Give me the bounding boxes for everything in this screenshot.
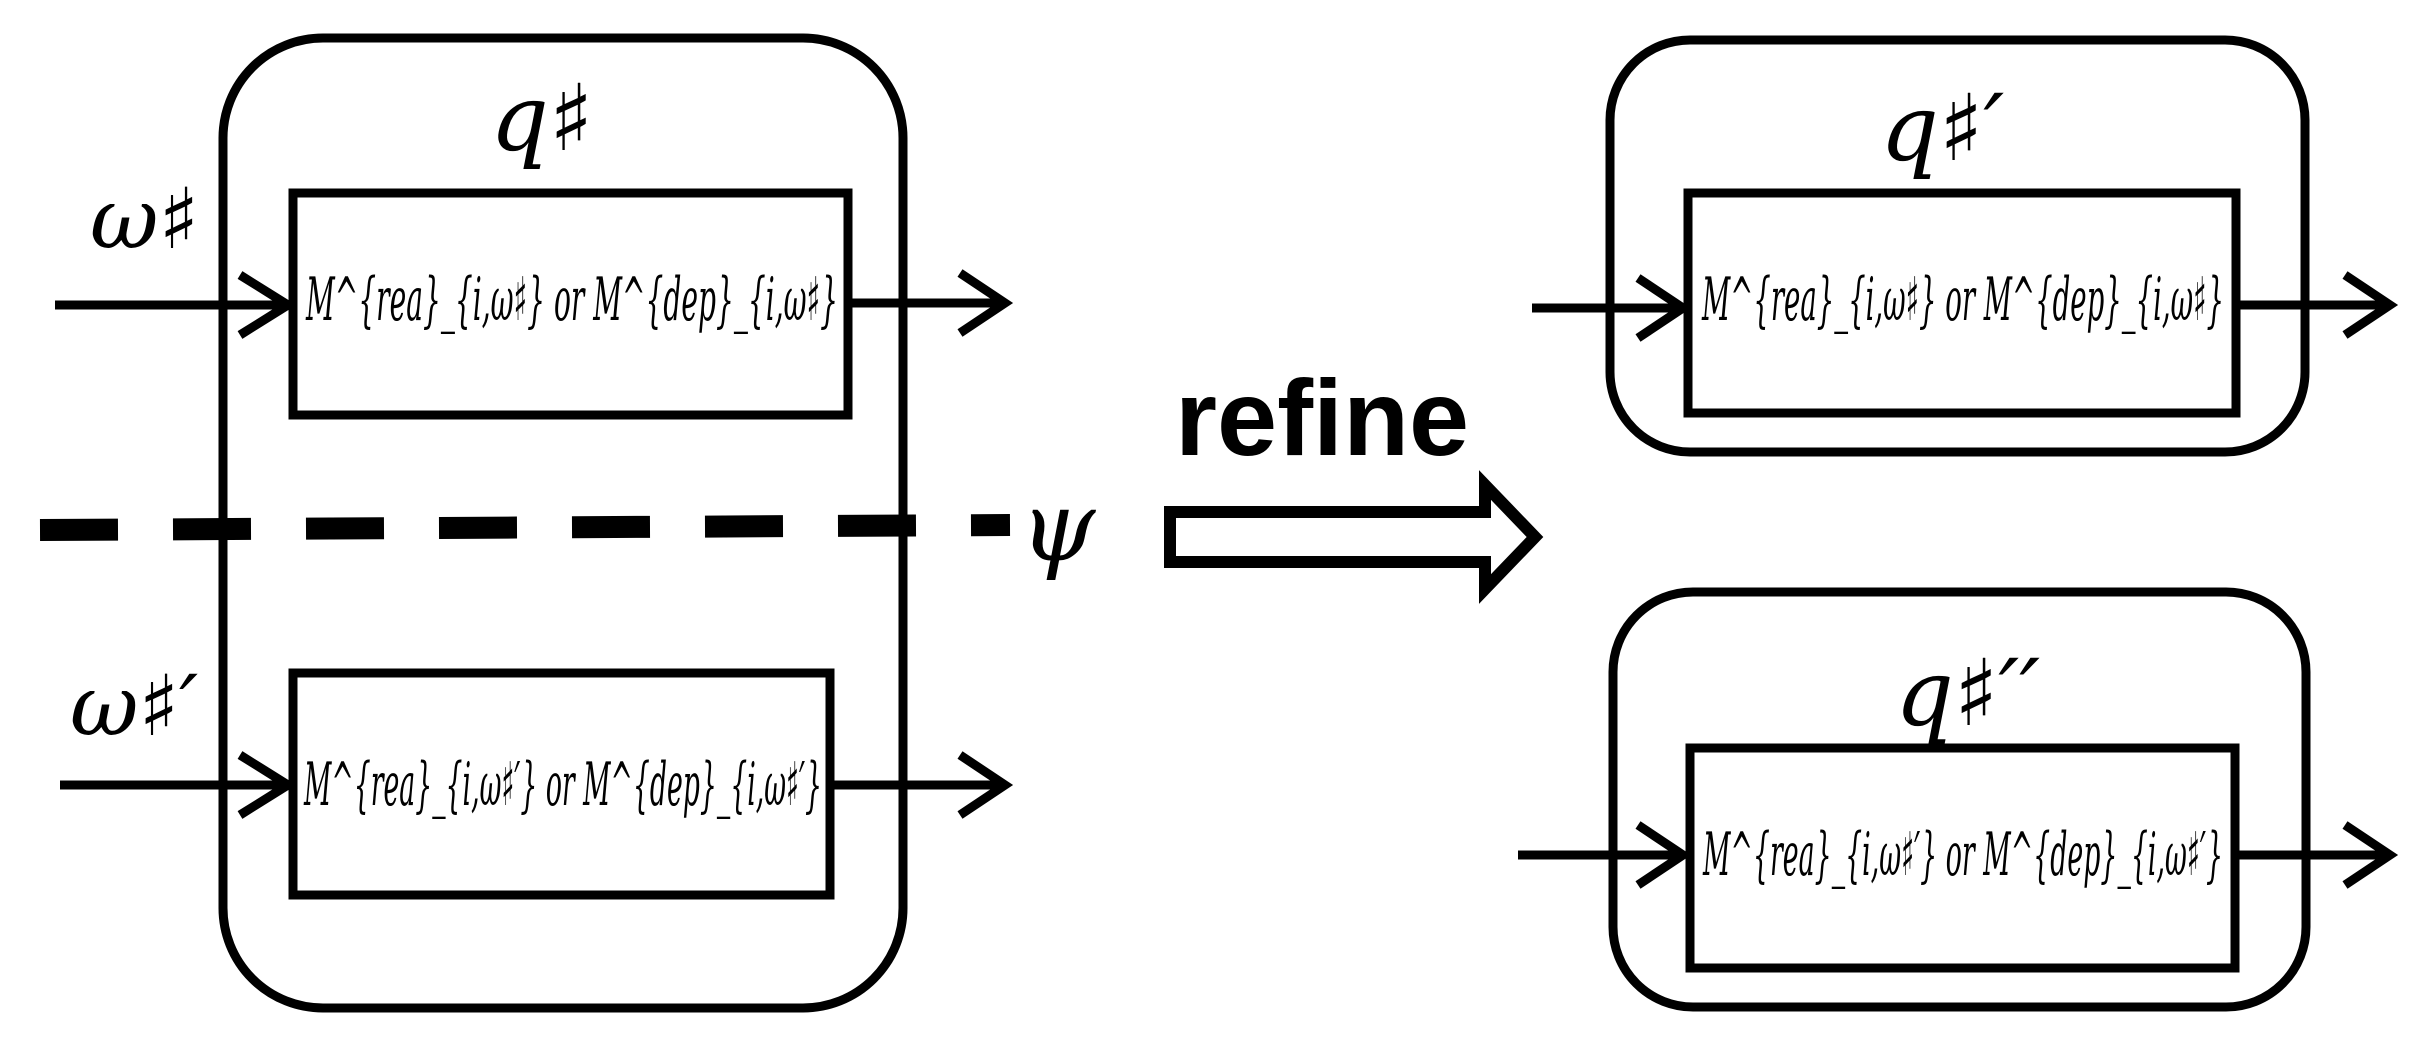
right-bottom-state-box	[1608, 587, 2311, 1012]
left-bottom-output-arrowhead	[957, 751, 1014, 819]
left-bottom-input-label: ω♯′	[70, 657, 198, 755]
left-top-output-arrowhead	[957, 269, 1014, 337]
right-top-output-arrowhead	[2342, 271, 2399, 339]
right-bottom-module-text: M^{rea}_{i,ω♯′} or M^{dep}_{i,ω♯′}	[1703, 820, 2223, 890]
split-dashed-line	[39, 514, 1011, 541]
left-state-label: q♯	[490, 65, 593, 172]
left-bottom-input-arrowhead	[237, 751, 297, 819]
left-top-input-arrowhead	[237, 271, 297, 339]
right-top-module-text: M^{rea}_{i,ω♯} or M^{dep}_{i,ω♯}	[1702, 265, 2224, 335]
left-top-module-text: M^{rea}_{i,ω♯} or M^{dep}_{i,ω♯}	[306, 265, 838, 335]
refine-double-arrow	[1164, 470, 1544, 604]
right-bottom-state-label: q♯′′	[1895, 640, 2040, 747]
split-predicate-label: ψ	[1020, 471, 1097, 583]
right-top-input-arrowhead	[1635, 274, 1692, 342]
right-bottom-output-arrowhead	[2342, 821, 2399, 889]
refine-label: refine	[1175, 357, 1469, 478]
right-top-state-label: q♯′	[1880, 75, 2004, 182]
left-bottom-module-text: M^{rea}_{i,ω♯′} or M^{dep}_{i,ω♯′}	[304, 750, 822, 820]
right-top-state-box	[1605, 35, 2310, 457]
right-bottom-input-arrowhead	[1635, 821, 1692, 889]
left-top-input-label: ω♯	[90, 170, 199, 268]
